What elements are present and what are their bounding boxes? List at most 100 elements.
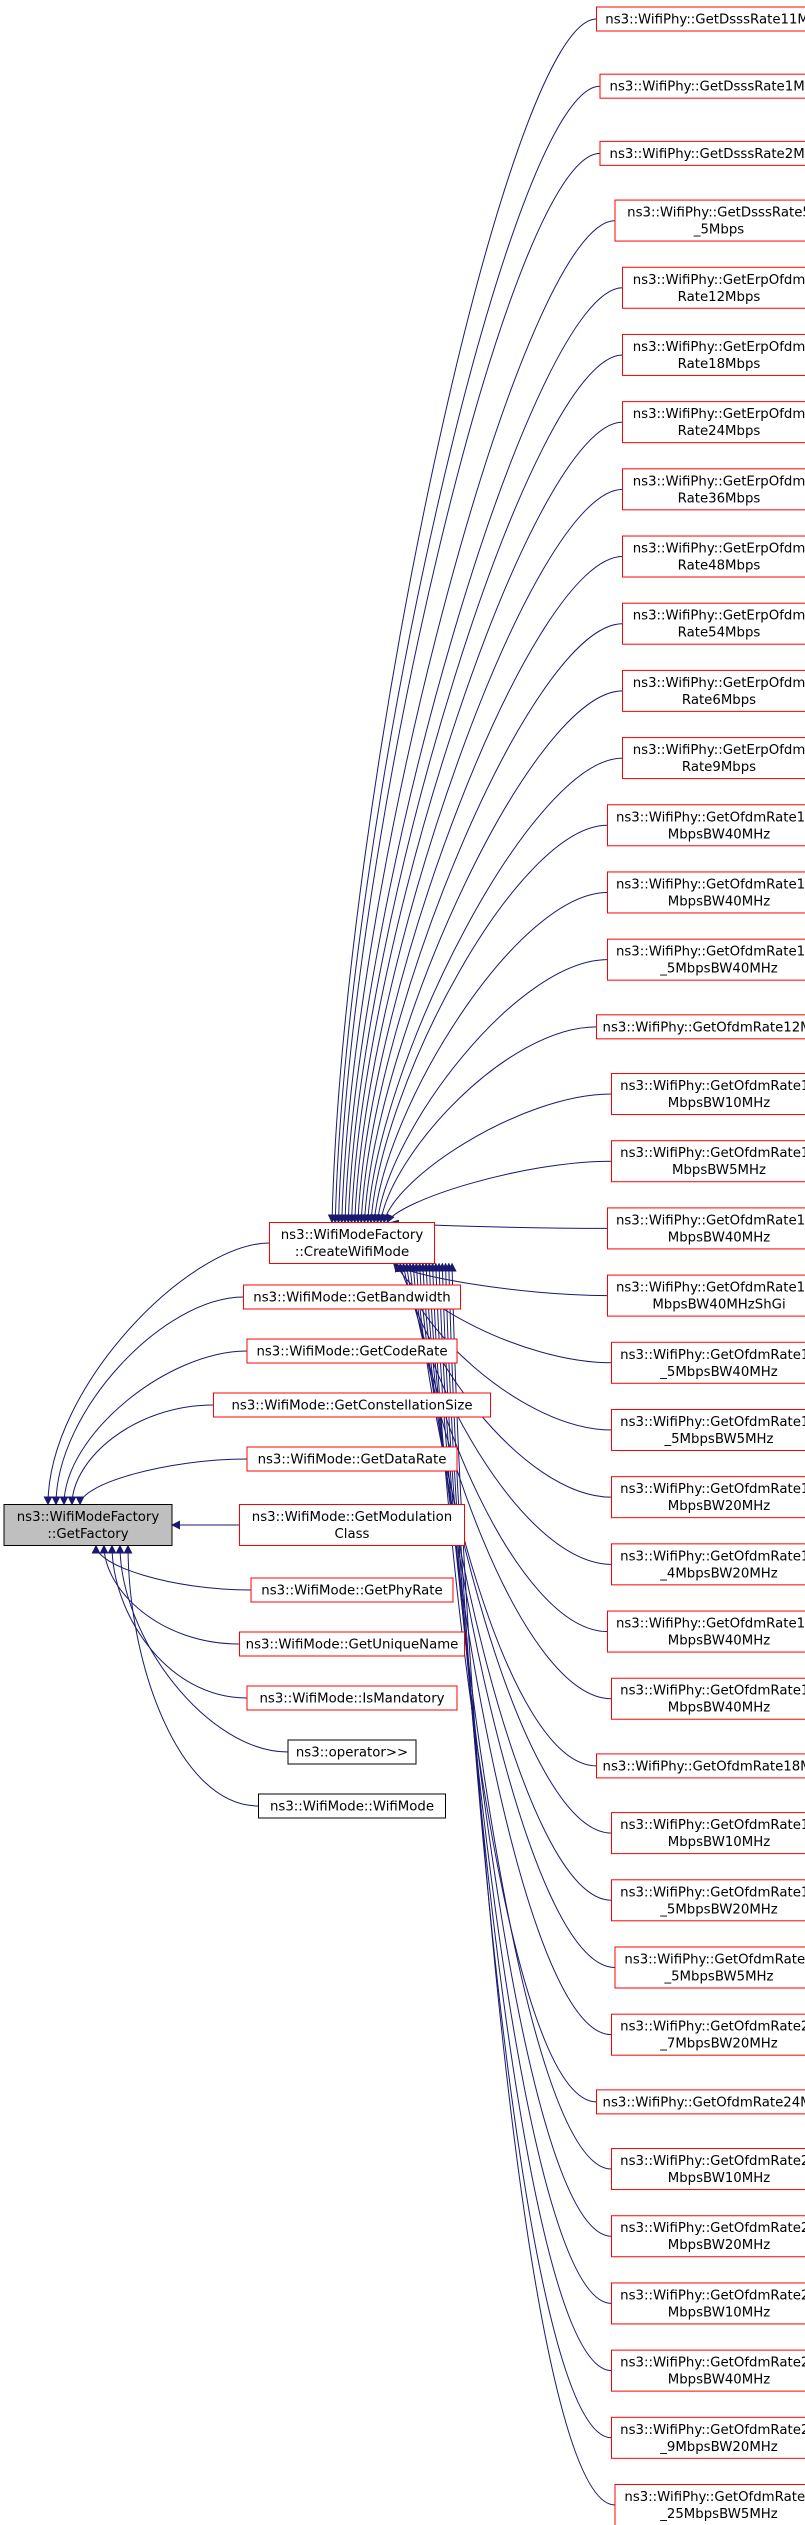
node-label: ns3::WifiPhy::GetErpOfdm [633,743,805,758]
node-mid-10[interactable]: ns3::WifiMode::WifiMode [258,1793,446,1819]
edge-right-12 [367,824,608,1224]
node-label: ns3::WifiPhy::GetOfdmRate14 [620,1549,805,1564]
node-label: ns3::WifiPhy::GetOfdmRate135 [616,1281,805,1296]
node-mid-8[interactable]: ns3::WifiMode::IsMandatory [246,1685,458,1711]
node-right-2[interactable]: ns3::WifiPhy::GetDsssRate2Mbps [599,140,805,166]
node-right-14[interactable]: ns3::WifiPhy::GetOfdmRate121_5MbpsBW40MH… [607,938,805,981]
node-label: Rate24Mbps [678,424,761,439]
node-right-21[interactable]: ns3::WifiPhy::GetOfdmRate13_5MbpsBW5MHz [611,1408,805,1451]
edge-right-4 [340,287,623,1224]
node-label: ns3::WifiPhy::GetOfdmRate1 [624,1952,805,1967]
node-label: ns3::WifiPhy::GetOfdmRate12 [620,1146,805,1161]
node-root-getfactory[interactable]: ns3::WifiModeFactory::GetFactory [3,1504,173,1546]
node-label: ns3::WifiPhy::GetOfdmRate24 [620,2154,805,2169]
node-right-3[interactable]: ns3::WifiPhy::GetDsssRate5_5Mbps [614,199,805,242]
node-label: _5MbpsBW5MHz [663,1432,773,1447]
edge-mid-8 [107,1544,248,1699]
node-box [614,199,805,242]
node-label: ns3::WifiPhy::GetOfdmRate18 [620,1818,805,1833]
edge-right-33 [434,1262,612,2237]
node-box [239,1504,465,1546]
node-right-0[interactable]: ns3::WifiPhy::GetDsssRate11Mbps [596,6,805,32]
node-label: MbpsBW40MHz [668,1701,770,1716]
node-box [611,2215,805,2258]
node-box [3,1504,173,1546]
node-box [614,2484,805,2525]
edge-right-6 [347,421,623,1224]
node-box [269,1222,435,1264]
node-box [607,1610,805,1653]
node-label: Rate36Mbps [678,491,761,506]
node-mid-4[interactable]: ns3::WifiMode::GetDataRate [246,1446,458,1472]
node-label: ns3::WifiPhy::GetOfdmRate28 [620,2423,805,2438]
node-box [243,1284,461,1310]
node-mid-7[interactable]: ns3::WifiMode::GetUniqueName [239,1631,465,1657]
node-box [614,1946,805,1989]
node-right-19[interactable]: ns3::WifiPhy::GetOfdmRate135MbpsBW40MHzS… [607,1274,805,1317]
node-label: Rate18Mbps [678,357,761,372]
node-right-23[interactable]: ns3::WifiPhy::GetOfdmRate14_4MbpsBW20MHz [611,1543,805,1586]
node-label: ns3::operator>> [296,1746,408,1761]
node-mid-0[interactable]: ns3::WifiModeFactory::CreateWifiMode [269,1222,435,1264]
node-label: _5Mbps [693,223,744,238]
node-right-37[interactable]: ns3::WifiPhy::GetOfdmRate2_25MbpsBW5MHz [614,2484,805,2525]
node-label: ns3::WifiMode::GetModulation [252,1510,452,1525]
node-box [622,401,805,444]
node-label: MbpsBW10MHz [668,2171,770,2186]
edge-right-13 [370,891,608,1224]
node-right-1[interactable]: ns3::WifiPhy::GetDsssRate1Mbps [599,73,805,99]
node-mid-3[interactable]: ns3::WifiMode::GetConstellationSize [213,1392,491,1418]
node-right-30[interactable]: ns3::WifiPhy::GetOfdmRate21_7MbpsBW20MHz [611,2013,805,2056]
node-label: ns3::WifiPhy::GetDsssRate11Mbps [605,13,805,28]
node-right-28[interactable]: ns3::WifiPhy::GetOfdmRate19_5MbpsBW20MHz [611,1879,805,1922]
node-label: ns3::WifiPhy::GetDsssRate2Mbps [610,147,805,162]
graph-nodes: ns3::WifiModeFactory::GetFactoryns3::Wif… [3,6,805,2525]
node-mid-1[interactable]: ns3::WifiMode::GetBandwidth [243,1284,461,1310]
edge-right-23 [402,1262,612,1565]
node-label: ns3::WifiPhy::GetOfdmRate120 [616,877,805,892]
node-right-20[interactable]: ns3::WifiPhy::GetOfdmRate13_5MbpsBW40MHz [611,1341,805,1384]
node-label: ns3::WifiMode::GetCodeRate [256,1345,447,1360]
node-box [246,1685,458,1711]
node-mid-6[interactable]: ns3::WifiMode::GetPhyRate [250,1577,454,1603]
node-box [596,6,805,32]
node-right-29[interactable]: ns3::WifiPhy::GetOfdmRate1_5MbpsBW5MHz [614,1946,805,1989]
node-label: _5MbpsBW5MHz [663,1969,773,1984]
node-label: ns3::WifiPhy::GetErpOfdm [633,273,805,288]
node-box [607,804,805,847]
node-label: ns3::WifiMode::GetPhyRate [261,1584,442,1599]
node-mid-9[interactable]: ns3::operator>> [287,1739,417,1765]
node-box [611,2282,805,2325]
node-right-36[interactable]: ns3::WifiPhy::GetOfdmRate28_9MbpsBW20MHz [611,2416,805,2459]
edge-right-34 [437,1262,612,2304]
node-box [258,1793,446,1819]
node-label: Rate9Mbps [682,760,756,775]
node-mid-2[interactable]: ns3::WifiMode::GetCodeRate [246,1338,458,1364]
